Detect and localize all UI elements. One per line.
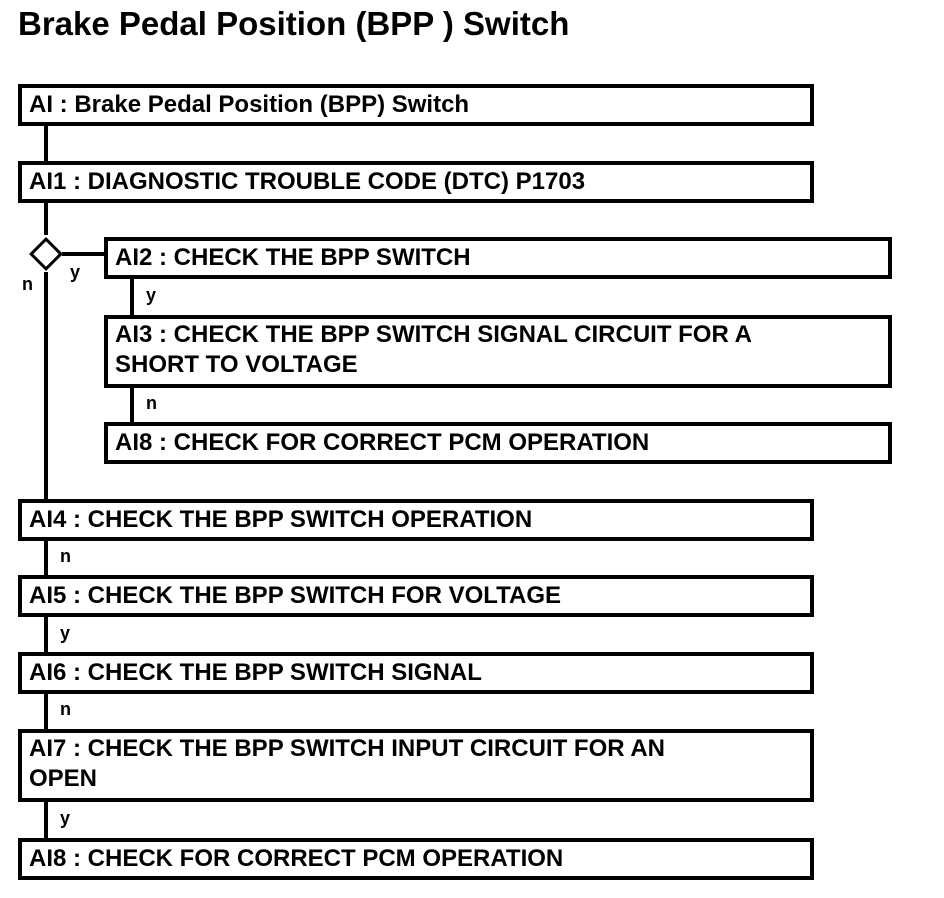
decision-yes-label: y: [70, 262, 81, 282]
step-ai8-final[interactable]: AI8 : CHECK FOR CORRECT PCM OPERATION: [18, 838, 814, 880]
ai4-to-ai5-label: n: [60, 546, 71, 566]
connector-ai2-ai3: [130, 276, 134, 318]
ai6-to-ai7-label: n: [60, 699, 71, 719]
step-ai4[interactable]: AI4 : CHECK THE BPP SWITCH OPERATION: [18, 499, 814, 541]
step-ai1[interactable]: AI1 : DIAGNOSTIC TROUBLE CODE (DTC) P170…: [18, 161, 814, 203]
connector-ai5-ai6: [44, 614, 48, 656]
connector-ai4-ai5: [44, 538, 48, 578]
step-ai[interactable]: AI : Brake Pedal Position (BPP) Switch: [18, 84, 814, 126]
step-ai3-line2: SHORT TO VOLTAGE: [115, 351, 358, 378]
connector-decision-yes: [62, 252, 106, 256]
step-ai6[interactable]: AI6 : CHECK THE BPP SWITCH SIGNAL: [18, 652, 814, 694]
step-ai7[interactable]: AI7 : CHECK THE BPP SWITCH INPUT CIRCUIT…: [18, 729, 814, 802]
page-title: Brake Pedal Position (BPP ) Switch: [18, 5, 570, 42]
step-ai2[interactable]: AI2 : CHECK THE BPP SWITCH: [104, 237, 892, 279]
connector-main-no-branch: [44, 272, 48, 500]
connector-ai6-ai7: [44, 690, 48, 732]
step-ai7-line1: AI7 : CHECK THE BPP SWITCH INPUT CIRCUIT…: [29, 735, 666, 762]
ai7-to-ai8-label: y: [60, 808, 71, 828]
ai2-to-ai3-label: y: [146, 285, 157, 305]
decision-no-label: n: [22, 274, 33, 294]
step-ai5[interactable]: AI5 : CHECK THE BPP SWITCH FOR VOLTAGE: [18, 575, 814, 617]
decision-diamond: [29, 237, 63, 271]
step-ai3-line1: AI3 : CHECK THE BPP SWITCH SIGNAL CIRCUI…: [115, 321, 752, 348]
step-ai3[interactable]: AI3 : CHECK THE BPP SWITCH SIGNAL CIRCUI…: [104, 315, 892, 388]
step-ai8-branch[interactable]: AI8 : CHECK FOR CORRECT PCM OPERATION: [104, 422, 892, 464]
connector-main-to-decision: [44, 199, 48, 235]
ai3-to-ai8-label: n: [146, 393, 157, 413]
connector-ai3-ai8: [130, 385, 134, 425]
ai5-to-ai6-label: y: [60, 623, 71, 643]
connector-ai7-ai8: [44, 799, 48, 841]
step-ai7-line2: OPEN: [29, 765, 98, 792]
connector-main-top: [44, 122, 48, 164]
